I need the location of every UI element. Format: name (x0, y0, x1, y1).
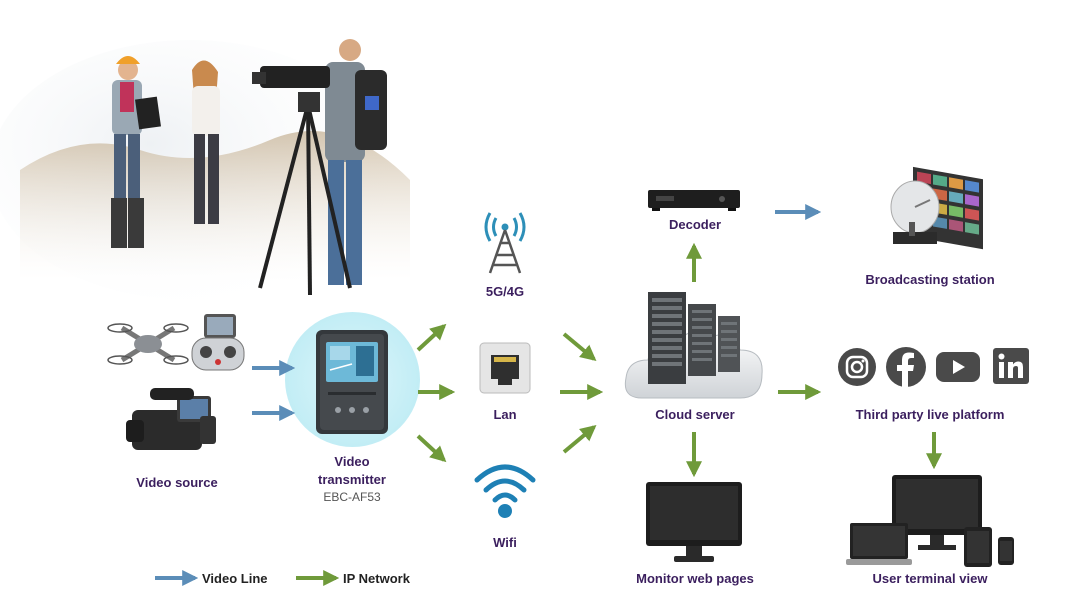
camcorder-icon (122, 382, 222, 457)
decoder-label: Decoder (668, 217, 722, 232)
cell-tower-icon (480, 205, 530, 275)
legend-video-line-label: Video Line (202, 571, 268, 586)
video-source-label: Video source (136, 475, 218, 490)
ethernet-port-icon (479, 342, 531, 394)
arrow-wifi-to-cloud (562, 424, 597, 454)
user-terminal-label: User terminal view (872, 571, 988, 586)
remote-controller-icon (190, 314, 246, 372)
youtube-icon (936, 352, 980, 382)
server-cloud-icon (622, 288, 767, 400)
transmitter-model: EBC-AF53 (323, 490, 381, 504)
lan-label: Lan (493, 407, 517, 422)
legend-ip-network-label: IP Network (343, 571, 410, 586)
cellular-label: 5G/4G (485, 284, 525, 299)
cloud-server-label: Cloud server (655, 407, 735, 422)
wifi-icon (474, 460, 536, 522)
decoder-box-icon (648, 186, 740, 212)
devices-icon (846, 475, 1018, 570)
transmitter-label-line2: transmitter (318, 472, 386, 487)
drone-icon (107, 320, 189, 368)
transmitter-device-icon (316, 330, 388, 434)
wifi-label: Wifi (493, 535, 517, 550)
third-party-label: Third party live platform (855, 407, 1005, 422)
instagram-icon (838, 348, 876, 386)
transmitter-label-line1: Video (334, 454, 370, 469)
linkedin-icon (993, 348, 1029, 384)
arrow-transmitter-to-cell (416, 323, 447, 352)
facebook-icon (886, 347, 926, 387)
monitor-icon (646, 482, 742, 564)
arrow-cell-to-cloud (562, 332, 597, 362)
monitor-label: Monitor web pages (636, 571, 754, 586)
satellite-dish-icon (885, 162, 985, 257)
broadcasting-label: Broadcasting station (865, 272, 995, 287)
field-crew-photo (0, 30, 410, 300)
arrow-transmitter-to-wifi (416, 434, 447, 463)
